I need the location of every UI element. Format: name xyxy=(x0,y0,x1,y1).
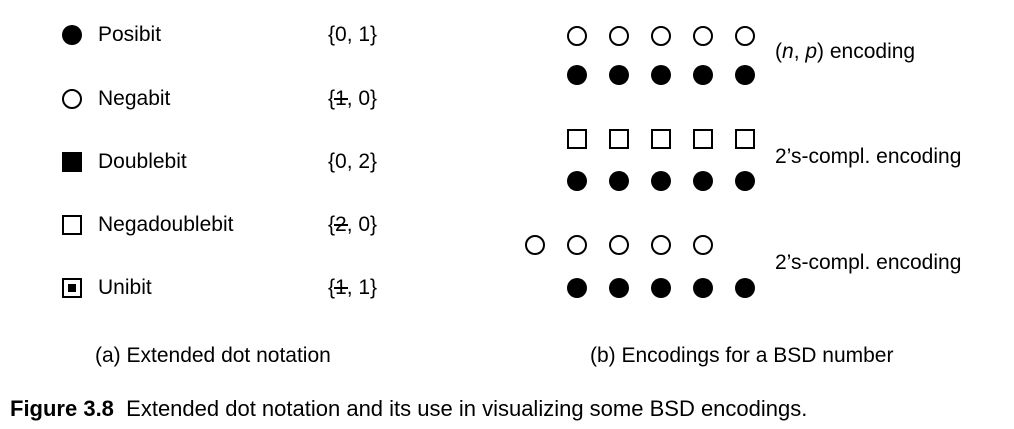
posibit-dot xyxy=(609,65,629,85)
legend-name: Posibit xyxy=(98,23,162,46)
posibit-dot xyxy=(693,171,713,191)
posibit-dot xyxy=(651,171,671,191)
posibit-symbol xyxy=(62,25,82,45)
negabit-dot xyxy=(693,26,713,46)
legend-set: {0, 1} xyxy=(328,23,378,46)
negabit-dot xyxy=(651,235,671,255)
posibit-dot xyxy=(651,65,671,85)
posibit-dot xyxy=(693,65,713,85)
legend-set: {0, 2} xyxy=(328,150,378,173)
posibit-dot xyxy=(567,65,587,85)
legend-set: {1, 0} xyxy=(328,87,378,110)
encoding-label: 2’s-compl. encoding xyxy=(775,251,962,274)
caption-a: (a) Extended dot notation xyxy=(95,344,331,367)
negabit-dot xyxy=(651,26,671,46)
posibit-dot xyxy=(735,171,755,191)
negabit-dot xyxy=(609,26,629,46)
encoding-label: 2’s-compl. encoding xyxy=(775,145,962,168)
figure-number: Figure 3.8 xyxy=(10,396,114,421)
negadoublebit-square xyxy=(693,129,713,149)
posibit-dot xyxy=(609,278,629,298)
legend-name: Doublebit xyxy=(98,150,187,173)
unibit-symbol xyxy=(62,278,82,298)
negadoublebit-symbol xyxy=(62,215,82,235)
legend-name: Negadoublebit xyxy=(98,213,234,236)
negabit-dot xyxy=(609,235,629,255)
negabit-symbol xyxy=(62,89,82,109)
negabit-dot xyxy=(567,235,587,255)
figure-caption: Figure 3.8 Extended dot notation and its… xyxy=(10,396,807,422)
negadoublebit-square xyxy=(609,129,629,149)
negadoublebit-square xyxy=(567,129,587,149)
doublebit-symbol xyxy=(62,152,82,172)
posibit-dot xyxy=(609,171,629,191)
negabit-dot xyxy=(735,26,755,46)
negadoublebit-square xyxy=(735,129,755,149)
posibit-dot xyxy=(735,278,755,298)
posibit-dot xyxy=(651,278,671,298)
posibit-dot xyxy=(567,171,587,191)
negabit-dot xyxy=(567,26,587,46)
caption-b: (b) Encodings for a BSD number xyxy=(590,344,894,367)
posibit-dot xyxy=(567,278,587,298)
legend-name: Unibit xyxy=(98,276,152,299)
legend-set: {2, 0} xyxy=(328,213,378,236)
negabit-dot xyxy=(525,235,545,255)
legend-name: Negabit xyxy=(98,87,171,110)
negadoublebit-square xyxy=(651,129,671,149)
posibit-dot xyxy=(693,278,713,298)
posibit-dot xyxy=(735,65,755,85)
negabit-dot xyxy=(693,235,713,255)
encoding-label: (n, p) encoding xyxy=(775,40,916,63)
figure-text: Extended dot notation and its use in vis… xyxy=(126,396,808,421)
legend-set: {1, 1} xyxy=(328,276,378,299)
